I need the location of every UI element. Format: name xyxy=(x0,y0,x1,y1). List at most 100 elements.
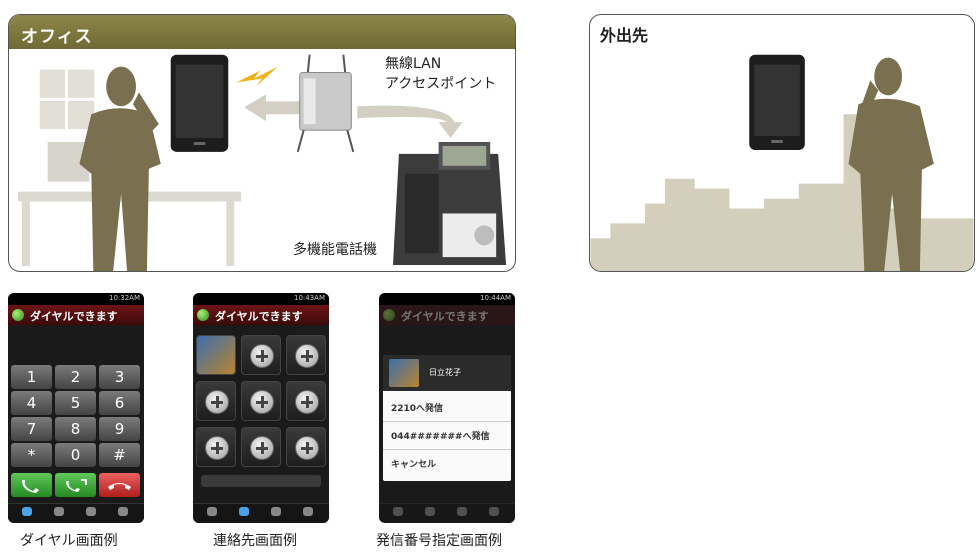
wireless-signal-icon xyxy=(236,66,278,87)
dial-tab-icon xyxy=(393,507,403,516)
contacts-screen-caption: 連絡先画面例 xyxy=(213,533,297,549)
contacts-screen-example: 10:43AM ダイヤルできます xyxy=(193,293,329,523)
history-tab-icon xyxy=(271,507,281,516)
plus-icon xyxy=(295,390,319,414)
history-tab-icon xyxy=(457,507,467,516)
office-title: オフィス xyxy=(21,27,93,47)
key-7[interactable]: 7 xyxy=(11,417,52,441)
key-8[interactable]: 8 xyxy=(55,417,96,441)
key-3[interactable]: 3 xyxy=(99,365,140,389)
outside-illustration xyxy=(590,54,974,271)
screen-title-bar: ダイヤルできます xyxy=(379,305,515,325)
status-time: 10:44AM xyxy=(479,294,511,302)
add-contact-tile[interactable] xyxy=(196,427,236,467)
tab-settings xyxy=(483,506,505,522)
dialog-header: 日立花子 xyxy=(383,355,511,391)
dial-keypad: 1 2 3 4 5 6 7 8 9 * 0 # xyxy=(11,365,141,475)
status-bar: 10:43AM xyxy=(193,293,329,305)
plus-icon xyxy=(205,390,229,414)
arrow-down-icon xyxy=(357,105,463,139)
add-contact-tile[interactable] xyxy=(286,381,326,421)
tab-dial[interactable] xyxy=(201,506,223,522)
key-hash[interactable]: # xyxy=(99,443,140,467)
tab-history[interactable] xyxy=(265,506,287,522)
bottom-tab-bar xyxy=(379,503,515,523)
status-indicator-icon xyxy=(197,309,209,321)
person-silhouette xyxy=(848,57,934,271)
video-call-button[interactable] xyxy=(55,473,96,497)
settings-tab-icon xyxy=(489,507,499,516)
add-contact-tile[interactable] xyxy=(286,335,326,375)
plus-icon xyxy=(250,390,274,414)
dial-tab-icon xyxy=(207,507,217,516)
dial-tab-icon xyxy=(22,507,32,516)
number-select-screen-example: 10:44AM ダイヤルできます 日立花子 2210へ発信 044#######… xyxy=(379,293,515,523)
plus-icon xyxy=(295,436,319,460)
bottom-tab-bar xyxy=(8,503,144,523)
bottom-tab-bar xyxy=(193,503,329,523)
dial-screen-caption: ダイヤル画面例 xyxy=(20,533,118,549)
status-bar: 10:44AM xyxy=(379,293,515,305)
key-star[interactable]: * xyxy=(11,443,52,467)
end-call-button[interactable] xyxy=(99,473,140,497)
phone-forward-icon xyxy=(66,479,87,492)
wlan-label-line1: 無線LAN xyxy=(385,56,442,72)
tab-settings[interactable] xyxy=(112,506,134,522)
add-contact-tile[interactable] xyxy=(286,427,326,467)
tab-dial[interactable] xyxy=(16,506,38,522)
contact-name: 日立花子 xyxy=(429,368,461,377)
screen-title-bar: ダイヤルできます xyxy=(8,305,144,325)
wlan-label-line2: アクセスポイント xyxy=(385,76,497,92)
office-header xyxy=(9,15,515,49)
dial-option-extension[interactable]: 2210へ発信 xyxy=(391,404,444,414)
phone-call-icon xyxy=(22,480,39,493)
history-tab-icon xyxy=(86,507,96,516)
add-contact-tile[interactable] xyxy=(241,335,281,375)
tab-contacts[interactable] xyxy=(48,506,70,522)
open-directory-button[interactable] xyxy=(201,475,321,487)
plus-icon xyxy=(295,344,319,368)
office-illustration xyxy=(17,54,507,271)
key-2[interactable]: 2 xyxy=(55,365,96,389)
contacts-tab-icon xyxy=(425,507,435,516)
plus-icon xyxy=(250,436,274,460)
contacts-tab-icon xyxy=(239,507,249,516)
cancel-option[interactable]: キャンセル xyxy=(391,460,437,470)
person-silhouette xyxy=(79,66,161,271)
tab-contacts[interactable] xyxy=(233,506,255,522)
key-1[interactable]: 1 xyxy=(11,365,52,389)
arrow-left-icon xyxy=(244,94,306,122)
add-contact-tile[interactable] xyxy=(241,381,281,421)
dial-option-external[interactable]: 044#######へ発信 xyxy=(391,432,490,442)
key-4[interactable]: 4 xyxy=(11,391,52,415)
number-select-screen-caption: 発信番号指定画面例 xyxy=(376,533,502,549)
tab-history[interactable] xyxy=(80,506,102,522)
desk-phone-illustration xyxy=(392,142,507,266)
desk-phone-label: 多機能電話機 xyxy=(293,242,377,258)
add-contact-tile[interactable] xyxy=(196,381,236,421)
tab-settings[interactable] xyxy=(297,506,319,522)
key-9[interactable]: 9 xyxy=(99,417,140,441)
call-button[interactable] xyxy=(11,473,52,497)
key-0[interactable]: 0 xyxy=(55,443,96,467)
contact-avatar xyxy=(389,359,419,387)
tab-dial xyxy=(387,506,409,522)
contact-photo-tile[interactable] xyxy=(196,335,236,375)
status-time: 10:43AM xyxy=(293,294,325,302)
key-5[interactable]: 5 xyxy=(55,391,96,415)
access-point-illustration xyxy=(296,54,355,153)
outside-title: 外出先 xyxy=(600,26,649,45)
add-contact-tile[interactable] xyxy=(241,427,281,467)
settings-tab-icon xyxy=(303,507,313,516)
settings-tab-icon xyxy=(118,507,128,516)
status-indicator-icon xyxy=(12,309,24,321)
tab-contacts xyxy=(419,506,441,522)
contacts-tab-icon xyxy=(54,507,64,516)
divider xyxy=(383,421,511,422)
dial-screen-example: 10:32AM ダイヤルできます 1 2 3 4 5 6 7 8 9 * 0 # xyxy=(8,293,144,523)
key-6[interactable]: 6 xyxy=(99,391,140,415)
office-panel: オフィス 無線LAN アクセスポイント 多機能電話機 xyxy=(8,14,516,272)
screen-title-bar: ダイヤルできます xyxy=(193,305,329,325)
screen-title: ダイヤルできます xyxy=(30,310,118,323)
status-indicator-icon xyxy=(383,309,395,321)
